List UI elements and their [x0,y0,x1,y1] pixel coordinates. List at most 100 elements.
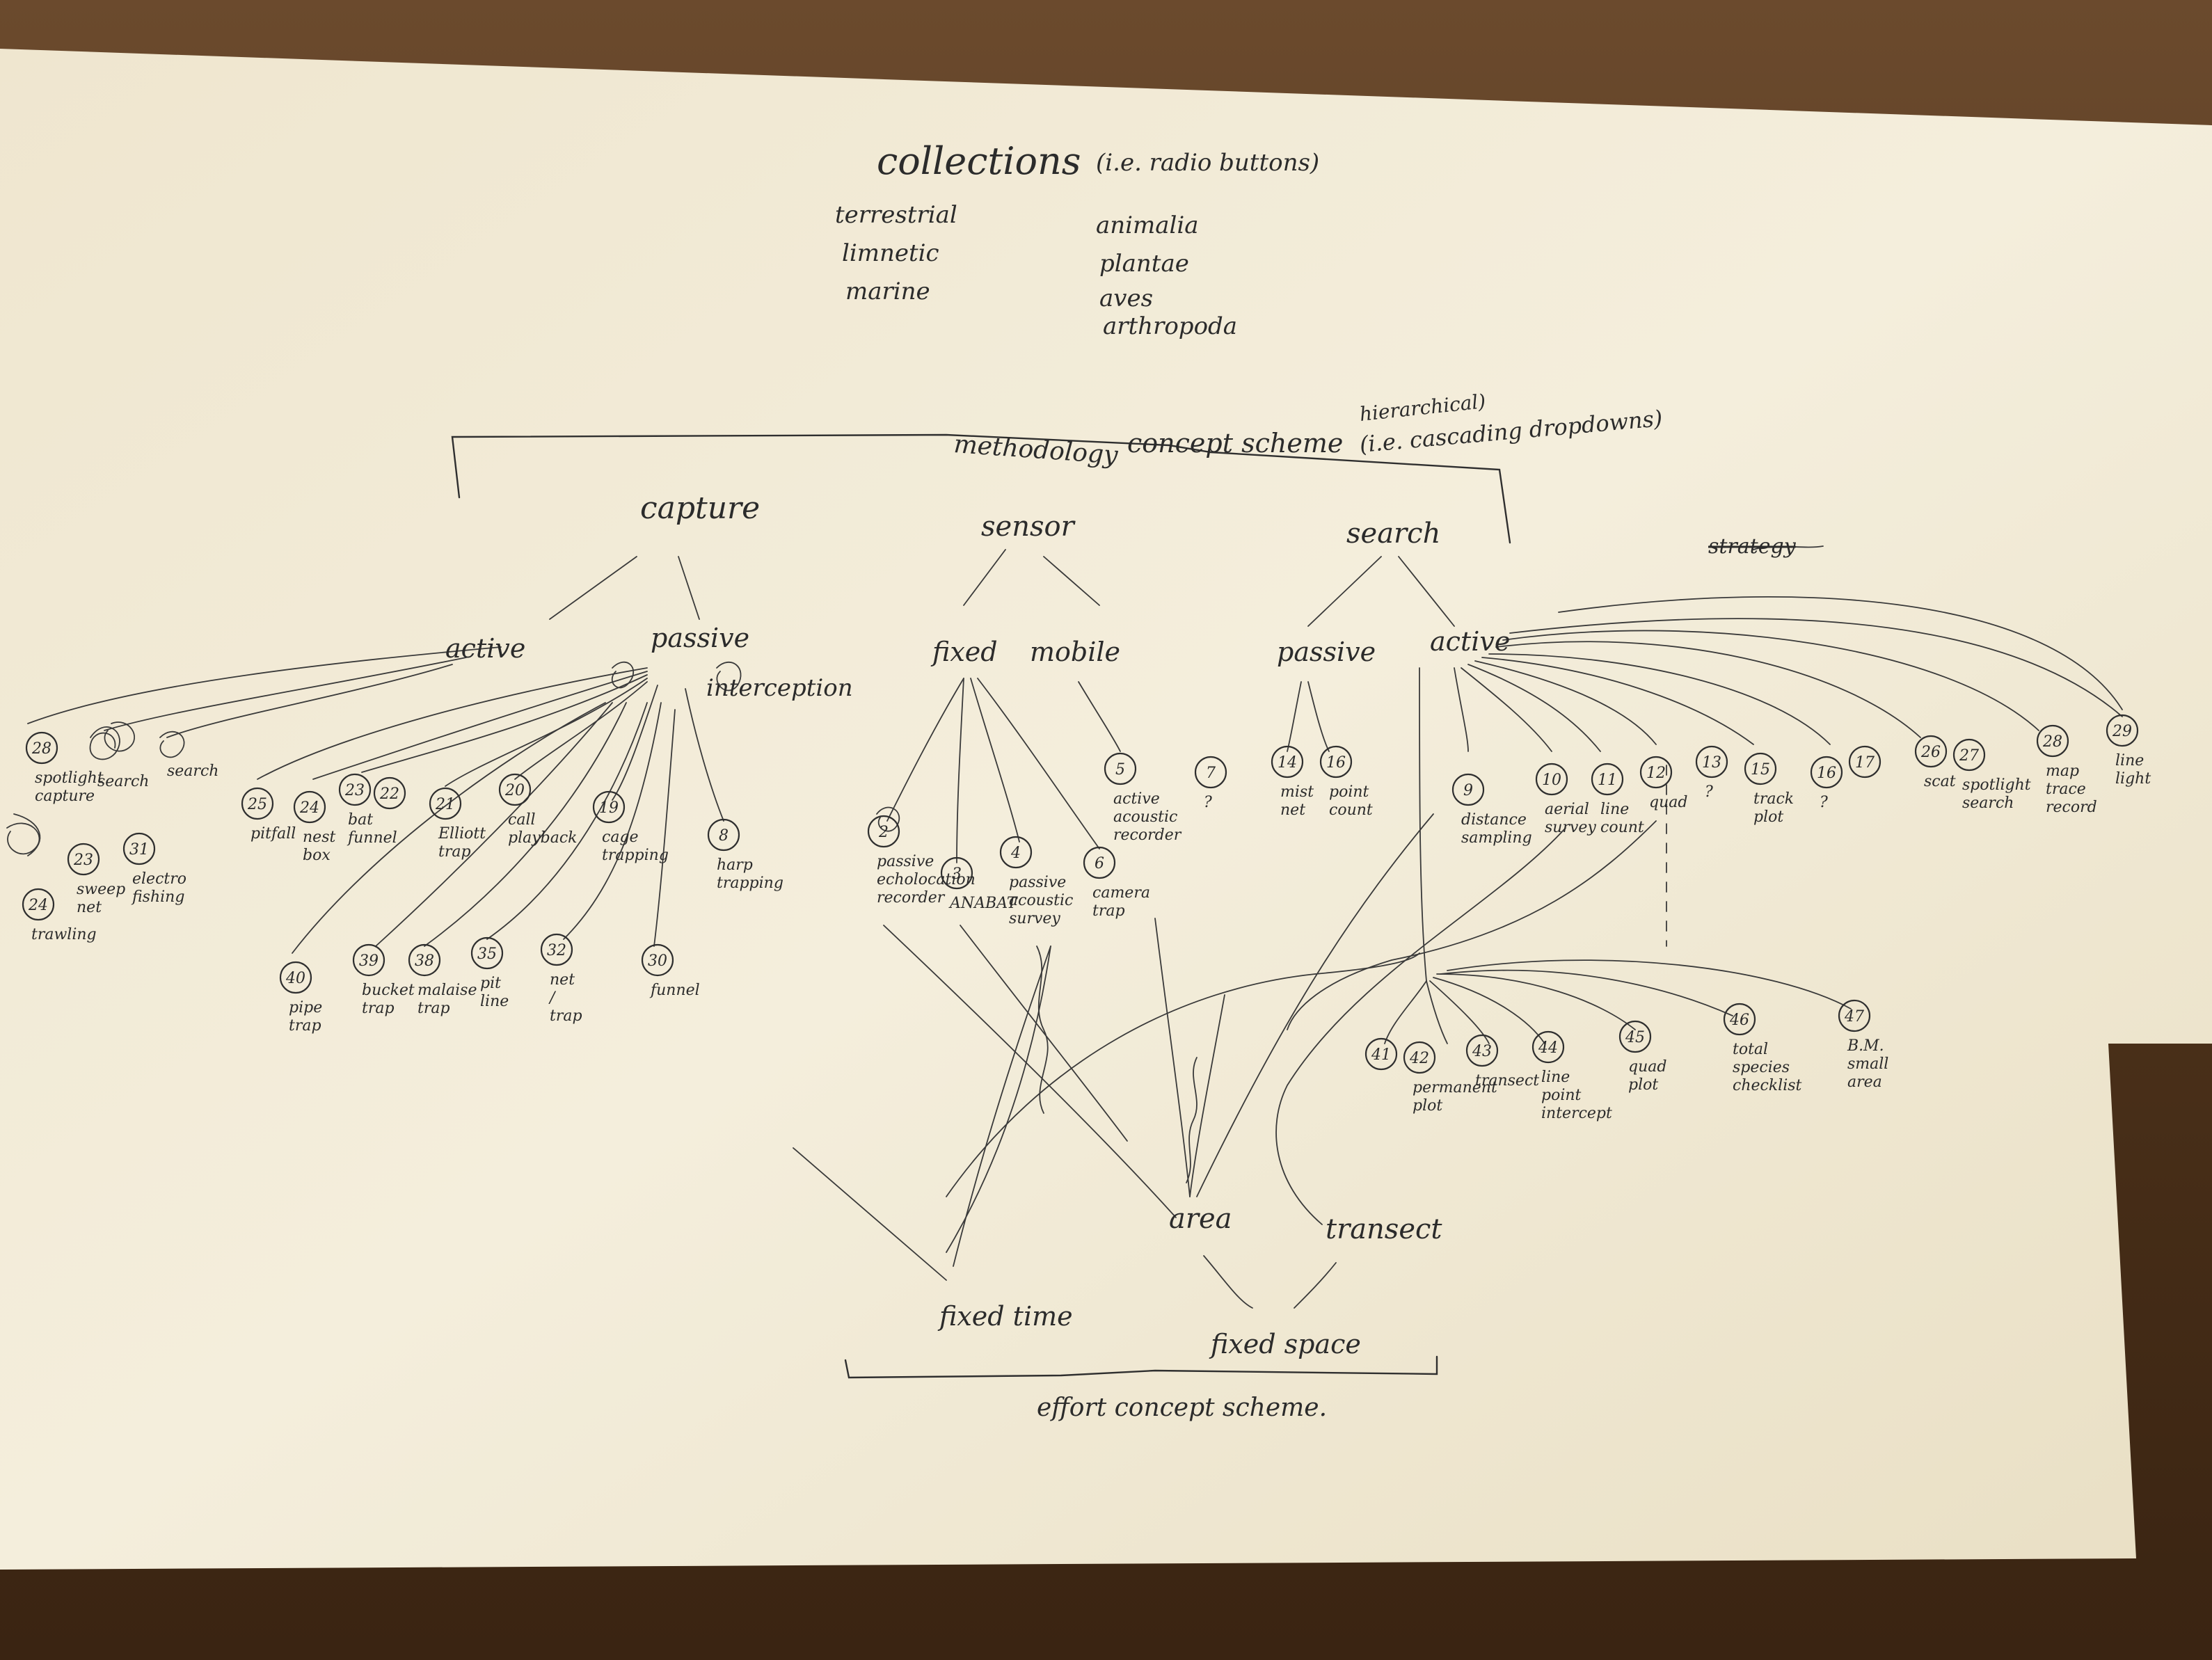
leaf-label: active [1113,790,1160,808]
leaf-number: 45 [1625,1029,1645,1046]
edge [1502,630,2039,731]
edge [1447,959,1852,1009]
leaf-label: B.M. [1847,1037,1884,1055]
leaf-number-circle [338,773,372,806]
leaf-number: 24 [28,897,48,914]
taxon-arthropoda: arthropoda [1103,312,1237,340]
leaf-label: map [2046,763,2079,780]
edge [1384,980,1427,1044]
leaf-number-circle [1465,1034,1499,1067]
edge [563,702,662,940]
leaf-label: intercept [1541,1105,1612,1122]
leaf-label: quad [1649,794,1687,811]
leaf-label: search [1962,795,2014,812]
edge [424,702,627,947]
edge [1461,667,1552,752]
leaf-label: net [77,899,102,916]
methodology-title-a: methodology [953,430,1119,470]
edge [1429,980,1490,1044]
leaf-number-circle [940,856,973,890]
habitat-limnetic: limnetic [842,239,939,267]
leaf-label: malaise [417,982,477,999]
edge [886,678,964,822]
leaf-number-circle [592,790,626,824]
leaf-number-circle [1952,738,1986,772]
edge [292,702,606,954]
leaf-label: aerial [1545,801,1589,818]
leaf-label: trawling [31,926,97,943]
edge [1294,1262,1337,1309]
leaf-node: 22 [373,776,406,810]
leaf-label: plot [1413,1097,1442,1115]
leaf-node: 7? [1194,756,1227,811]
leaf-label: echolocation [877,871,976,888]
leaf-label: ANABAT [948,895,1019,912]
leaf-label: Elliott [438,825,486,843]
leaf-number: 29 [2112,723,2132,740]
effort-bracket [844,1355,1438,1379]
leaf-number: 13 [1702,754,1721,772]
leaf-number: 15 [1751,761,1770,779]
leaf-number: 32 [547,942,566,959]
leaf-number-circle [352,943,385,977]
edge [1558,596,2123,710]
leaf-number-circle [241,787,274,820]
methodology-bracket [451,433,1511,544]
leaf-number: 20 [504,782,525,799]
leaf-label: plot [1753,808,1783,826]
leaf-label: cage [602,829,639,846]
leaf-label: bucket [362,982,415,999]
leaf-label: transect [1475,1072,1539,1090]
habitat-terrestrial: terrestrial [835,201,957,229]
leaf-number: 38 [415,952,434,970]
leaf-node: 25 pitfall [241,787,296,843]
edge [486,702,648,940]
leaf-label: passive [877,853,934,870]
leaf-label: search [167,763,218,780]
leaf-node: 17 [1848,745,1881,779]
leaf-label: electro [132,870,186,888]
search-to-active [1398,556,1455,627]
leaf-label: point [1329,783,1369,801]
scribbles [6,545,1824,1183]
leaf-label: quad [1628,1058,1666,1076]
leaf-number: 27 [1959,747,1979,765]
leaf-label: sampling [1461,829,1532,847]
leaf-number-circle [1639,756,1673,789]
leaf-label: trap [550,1007,582,1025]
leaf-label: pitfall [250,825,296,843]
leaf-number: 25 [247,796,267,813]
leaf-label: mist [1280,783,1314,801]
leaf-label: acoustic [1113,808,1177,826]
leaf-number: 21 [435,796,455,813]
leaf-label: light [2115,770,2151,788]
leaf-number-circle [2036,724,2069,758]
leaf-number: 41 [1371,1046,1391,1064]
leaf-number-circle [540,933,573,966]
edge [104,657,467,731]
leaf-label: line [2115,752,2144,769]
leaf-number-circle [1364,1037,1398,1071]
paper-shape [0,49,2212,1570]
leaf-label: / [548,989,557,1007]
leaf-label: species [1733,1059,1790,1076]
edge [1467,664,1601,752]
leaf-number: 24 [299,799,319,817]
leaf-number: 14 [1278,754,1297,772]
leaf-number-circle [1271,745,1304,779]
